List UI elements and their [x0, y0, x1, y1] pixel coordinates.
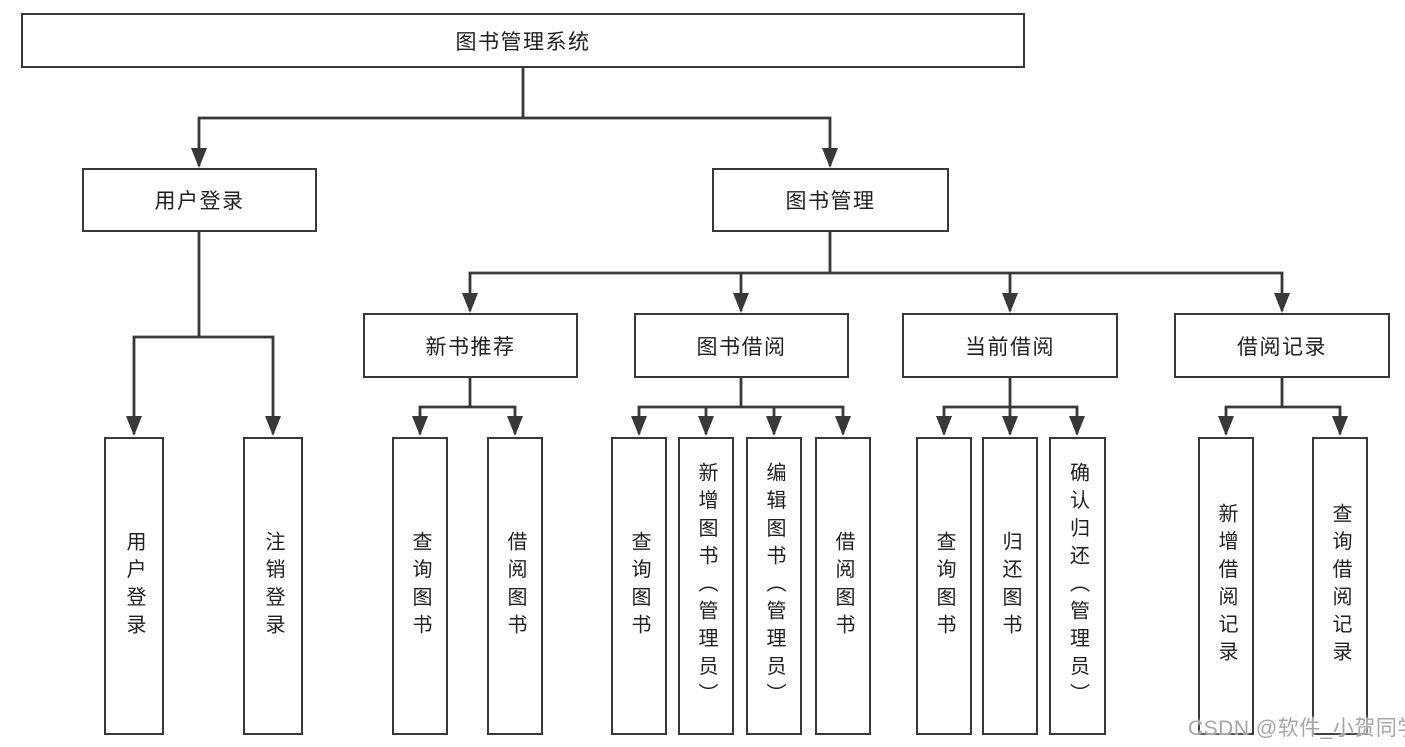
- node-borrow-records: 借阅记录: [1174, 313, 1390, 378]
- node-leaf-query-books-recommend: 查询图书: [392, 437, 448, 735]
- node-leaf-add-book-admin: 新增图书（管理员）: [678, 437, 734, 735]
- node-current-borrow: 当前借阅: [902, 313, 1118, 378]
- node-user-login: 用户登录: [82, 168, 317, 232]
- arrow-down-icons: [126, 148, 1348, 436]
- connector-segments: [132, 68, 1342, 434]
- node-leaf-logout: 注销登录: [243, 437, 303, 735]
- csdn-watermark: CSDN @软件_小贺同学: [1188, 717, 1405, 740]
- node-new-book-recommend: 新书推荐: [363, 313, 578, 378]
- node-leaf-user-login: 用户登录: [104, 437, 164, 735]
- node-leaf-query-books-current: 查询图书: [916, 437, 972, 735]
- node-book-borrow: 图书借阅: [634, 313, 849, 378]
- node-leaf-query-borrow-record: 查询借阅记录: [1312, 437, 1368, 735]
- node-leaf-query-books-borrow: 查询图书: [611, 437, 667, 735]
- node-leaf-borrow-books: 借阅图书: [815, 437, 871, 735]
- node-book-management: 图书管理: [712, 168, 949, 232]
- node-leaf-return-book: 归还图书: [982, 437, 1038, 735]
- node-leaf-confirm-return-admin: 确认归还（管理员）: [1049, 437, 1106, 735]
- node-leaf-borrow-books-recommend: 借阅图书: [487, 437, 543, 735]
- node-root: 图书管理系统: [21, 13, 1025, 68]
- node-leaf-add-borrow-record: 新增借阅记录: [1198, 437, 1254, 735]
- node-leaf-edit-book-admin: 编辑图书（管理员）: [746, 437, 802, 735]
